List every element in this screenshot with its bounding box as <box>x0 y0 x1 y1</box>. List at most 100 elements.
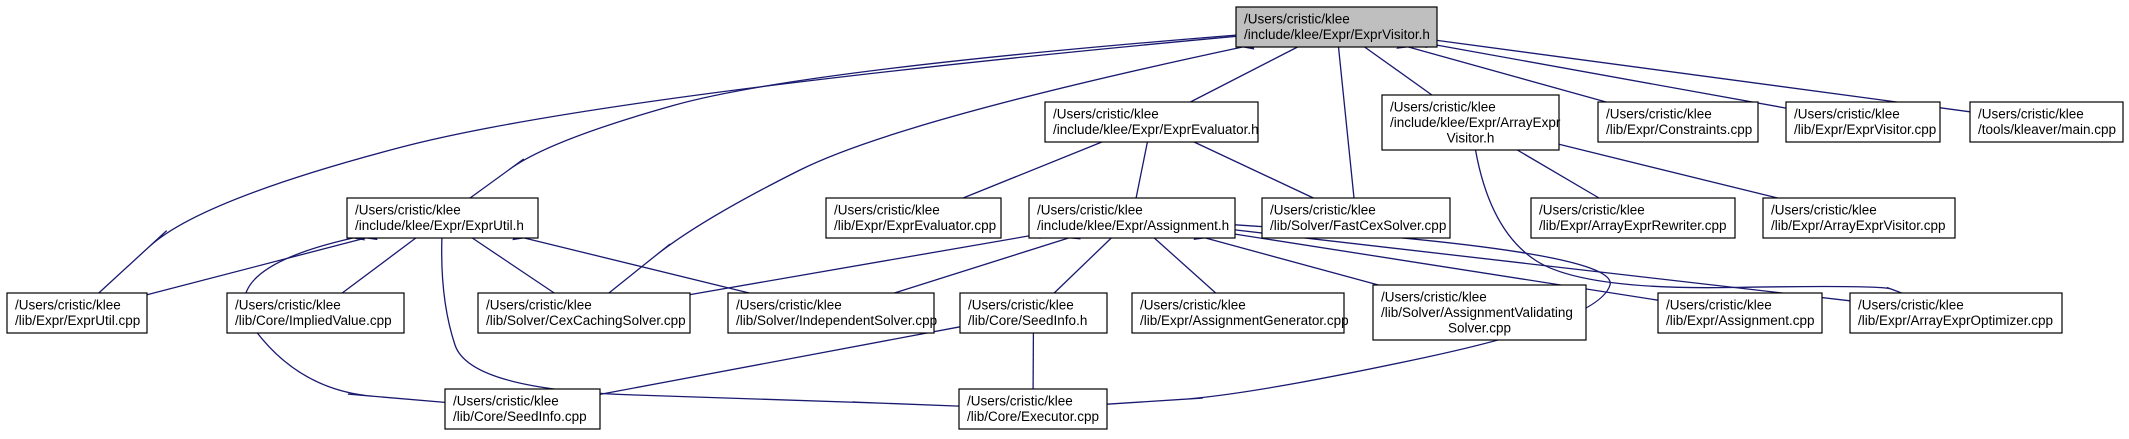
node-box <box>1785 101 1941 143</box>
edge-exprevaluator_h-includes-exprvisitor_h <box>1190 37 1310 103</box>
node-label-line: /Users/cristic/klee <box>235 298 341 313</box>
node-arrayexprvisitor_h[interactable]: /Users/cristic/klee/include/klee/Expr/Ar… <box>1381 94 1561 151</box>
edge-arrayexproptimizer_cpp-includes-assignment_h <box>1223 223 1851 302</box>
node-label-line: /lib/Expr/AssignmentGenerator.cpp <box>1140 313 1349 328</box>
node-assignmentgenerator_cpp[interactable]: /Users/cristic/klee/lib/Expr/AssignmentG… <box>1131 292 1349 334</box>
node-label-line: /Users/cristic/klee <box>1794 107 1900 122</box>
node-label-line: /lib/Expr/ArrayExprOptimizer.cpp <box>1858 313 2053 328</box>
node-kleaver_main_cpp[interactable]: /Users/cristic/klee/tools/kleaver/main.c… <box>1969 101 2124 143</box>
node-label-line: /lib/Solver/AssignmentValidating <box>1381 305 1573 320</box>
node-label-line: /Users/cristic/klee <box>1037 203 1143 218</box>
node-label-line: Solver.cpp <box>1448 320 1511 335</box>
node-label-line: /lib/Solver/IndependentSolver.cpp <box>736 313 937 328</box>
node-box <box>958 388 1108 430</box>
node-box <box>1597 101 1759 143</box>
node-label-line: /lib/Expr/ExprEvaluator.cpp <box>834 218 996 233</box>
edge-executor_cpp-includes-assignment_h <box>1106 219 1611 405</box>
node-label-line: /lib/Solver/FastCexSolver.cpp <box>1270 218 1446 233</box>
edge-seedinfo_h-includes-assignment_h <box>1053 226 1123 294</box>
node-label-line: /Users/cristic/klee <box>355 203 461 218</box>
edge-exprevaluator_cpp-includes-exprevaluator_h <box>962 133 1114 199</box>
node-label-line: /lib/Core/ImpliedValue.cpp <box>235 313 392 328</box>
node-impliedvalue_cpp[interactable]: /Users/cristic/klee/lib/Core/ImpliedValu… <box>226 292 405 334</box>
node-independentsolver_cpp[interactable]: /Users/cristic/klee/lib/Solver/Independe… <box>727 292 937 334</box>
node-box <box>226 292 405 334</box>
node-label-line: /Users/cristic/klee <box>15 298 121 313</box>
node-exprvisitor_h: /Users/cristic/klee/include/klee/Expr/Ex… <box>1235 6 1438 48</box>
edge-seedinfo_cpp-includes-seedinfo_h <box>599 319 972 396</box>
node-label-line: /lib/Solver/CexCachingSolver.cpp <box>486 313 686 328</box>
node-assignment_cpp[interactable]: /Users/cristic/klee/lib/Expr/Assignment.… <box>1657 292 1823 334</box>
node-label-line: /Users/cristic/klee <box>834 203 940 218</box>
node-label-line: /lib/Expr/ExprUtil.cpp <box>15 313 140 328</box>
node-box <box>727 292 935 334</box>
edge-assignment_h-includes-exprevaluator_h <box>1135 130 1155 199</box>
edge-exprutil_h-includes-exprvisitor_h <box>469 29 1248 199</box>
node-label-line: /Users/cristic/klee <box>1978 107 2084 122</box>
edge-cexcachingsolver_cpp-includes-exprvisitor_h <box>608 39 1255 294</box>
node-label-line: /Users/cristic/klee <box>1140 298 1246 313</box>
node-box <box>1762 197 1956 239</box>
edge-fastcexsolver_cpp-includes-exprvisitor_h <box>1332 35 1355 199</box>
node-label-line: /lib/Expr/ExprVisitor.cpp <box>1794 122 1936 137</box>
node-seedinfo_h[interactable]: /Users/cristic/klee/lib/Core/SeedInfo.h <box>959 292 1108 334</box>
node-label-line: /Users/cristic/klee <box>1606 107 1712 122</box>
edge-seedinfo_cpp-includes-exprutil_h <box>243 230 446 404</box>
node-exprutil_h[interactable]: /Users/cristic/klee/include/klee/Expr/Ex… <box>346 197 539 239</box>
node-exprutil_cpp[interactable]: /Users/cristic/klee/lib/Expr/ExprUtil.cp… <box>6 292 148 334</box>
edge-fastcexsolver_cpp-includes-exprevaluator_h <box>1182 132 1314 199</box>
nodes-layer: /Users/cristic/klee/include/klee/Expr/Ex… <box>6 6 2124 430</box>
edge-arrayexprrewriter_cpp-includes-arrayexprvisitor_h <box>1505 140 1600 199</box>
node-executor_cpp[interactable]: /Users/cristic/klee/lib/Core/Executor.cp… <box>958 388 1108 430</box>
node-cexcachingsolver_cpp[interactable]: /Users/cristic/klee/lib/Solver/CexCachin… <box>477 292 691 334</box>
node-box <box>1657 292 1823 334</box>
node-label-line: /Users/cristic/klee <box>1270 203 1376 218</box>
node-box <box>1261 197 1451 239</box>
node-assignment_h[interactable]: /Users/cristic/klee/include/klee/Expr/As… <box>1028 197 1236 239</box>
node-label-line: /Users/cristic/klee <box>1858 298 1964 313</box>
edge-assignmentvalidating_cpp-includes-assignment_h <box>1193 230 1379 286</box>
node-label-line: /Users/cristic/klee <box>967 394 1073 409</box>
edge-independentsolver_cpp-includes-assignment_h <box>894 229 1081 294</box>
edge-arrayexprvisitor_h-includes-exprvisitor_h <box>1352 36 1433 96</box>
node-constraints_cpp[interactable]: /Users/cristic/klee/lib/Expr/Constraints… <box>1597 101 1759 143</box>
node-box <box>1530 197 1736 239</box>
node-box <box>1969 101 2124 143</box>
node-box <box>1044 101 1259 143</box>
node-label-line: /Users/cristic/klee <box>1244 12 1350 27</box>
node-box <box>1028 197 1236 239</box>
node-arrayexproptimizer_cpp[interactable]: /Users/cristic/klee/lib/Expr/ArrayExprOp… <box>1849 292 2063 334</box>
node-label-line: /lib/Expr/Assignment.cpp <box>1666 313 1815 328</box>
node-label-line: /include/klee/Expr/ExprEvaluator.h <box>1053 122 1259 137</box>
edge-exprutil_cpp-includes-exprutil_h <box>146 230 378 296</box>
node-fastcexsolver_cpp[interactable]: /Users/cristic/klee/lib/Solver/FastCexSo… <box>1261 197 1451 239</box>
edge-independentsolver_cpp-includes-exprutil_h <box>512 230 750 294</box>
node-seedinfo_cpp[interactable]: /Users/cristic/klee/lib/Core/SeedInfo.cp… <box>444 388 601 430</box>
node-label-line: /include/klee/Expr/Assignment.h <box>1037 218 1229 233</box>
edge-impliedvalue_cpp-includes-exprutil_h <box>341 227 428 294</box>
node-exprvisitor_cpp[interactable]: /Users/cristic/klee/lib/Expr/ExprVisitor… <box>1785 101 1941 143</box>
node-box <box>477 292 691 334</box>
edge-arrayexproptimizer_cpp-includes-arrayexprvisitor_h <box>1468 138 1902 294</box>
node-box <box>959 292 1108 334</box>
node-exprevaluator_h[interactable]: /Users/cristic/klee/include/klee/Expr/Ex… <box>1044 101 1259 143</box>
node-label-line: /lib/Expr/ArrayExprRewriter.cpp <box>1539 218 1727 233</box>
node-label-line: /lib/Expr/Constraints.cpp <box>1606 122 1752 137</box>
node-label-line: /Users/cristic/klee <box>1381 289 1487 304</box>
node-box <box>825 197 1002 239</box>
node-label-line: /Users/cristic/klee <box>968 298 1074 313</box>
node-box <box>444 388 601 430</box>
node-exprevaluator_cpp[interactable]: /Users/cristic/klee/lib/Expr/ExprEvaluat… <box>825 197 1002 239</box>
edge-assignment_cpp-includes-assignment_h <box>1223 227 1659 301</box>
node-label-line: /Users/cristic/klee <box>1771 203 1877 218</box>
node-label-line: Visitor.h <box>1447 130 1495 145</box>
node-arrayexprrewriter_cpp[interactable]: /Users/cristic/klee/lib/Expr/ArrayExprRe… <box>1530 197 1736 239</box>
node-arrayexprvisitor_cpp[interactable]: /Users/cristic/klee/lib/Expr/ArrayExprVi… <box>1762 197 1956 239</box>
node-box <box>1235 6 1438 48</box>
edge-arrayexprvisitor_cpp-includes-arrayexprvisitor_h <box>1547 136 1778 199</box>
node-box <box>346 197 539 239</box>
edge-kleaver_main_cpp-includes-exprvisitor_h <box>1425 33 1971 113</box>
node-label-line: /Users/cristic/klee <box>1539 203 1645 218</box>
node-assignmentvalidating_cpp[interactable]: /Users/cristic/klee/lib/Solver/Assignmen… <box>1372 284 1587 341</box>
